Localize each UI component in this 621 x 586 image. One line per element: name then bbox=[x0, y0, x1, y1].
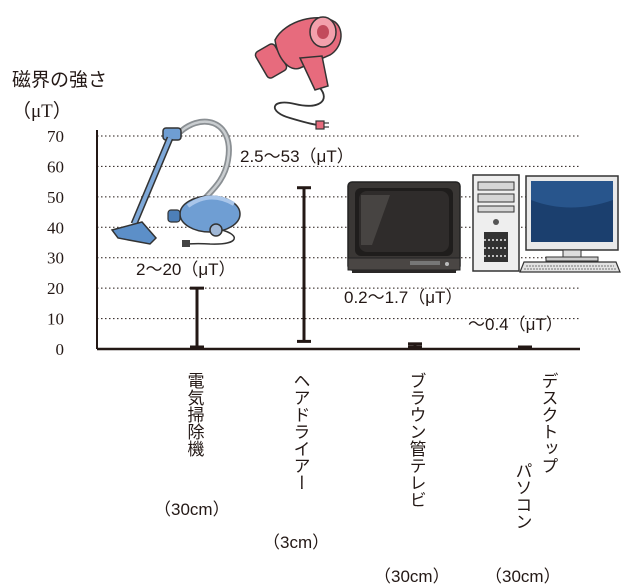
category-label-tv: ブラウン管テレビ bbox=[407, 372, 427, 508]
distance-label-dryer: （3cm） bbox=[263, 533, 329, 552]
y-tick-label: 0 bbox=[56, 340, 65, 359]
range-label-pc: 〜0.4（μT） bbox=[468, 315, 563, 334]
y-tick-label: 60 bbox=[47, 157, 64, 176]
y-axis-ticks: 0 10 20 30 40 50 60 70 bbox=[47, 127, 64, 359]
distance-label-vacuum: （30cm） bbox=[154, 500, 230, 519]
category-label-pc-line2: パソコン bbox=[513, 462, 532, 530]
range-bars bbox=[190, 186, 532, 350]
range-label-tv: 0.2〜1.7（μT） bbox=[344, 288, 462, 307]
range-bar bbox=[190, 286, 204, 349]
y-tick-label: 70 bbox=[47, 127, 64, 146]
range-label-dryer: 2.5〜53（μT） bbox=[240, 147, 354, 166]
y-axis-unit: （μT） bbox=[12, 100, 72, 122]
y-tick-label: 50 bbox=[47, 188, 64, 207]
hair-dryer-icon bbox=[254, 16, 342, 130]
y-axis-title: 磁界の強さ bbox=[12, 69, 107, 91]
range-bar bbox=[518, 345, 532, 350]
category-label-dryer: ヘアドライアー bbox=[291, 372, 310, 491]
y-tick-label: 40 bbox=[47, 218, 64, 237]
distance-label-pc: （30cm） bbox=[485, 567, 561, 586]
range-label-vacuum: 2〜20（μT） bbox=[136, 260, 236, 279]
x-axis-labels: 電気掃除機 ヘアドライアー ブラウン管テレビ デスクトップ パソコン （30cm… bbox=[154, 372, 561, 586]
desktop-computer-icon bbox=[472, 174, 621, 273]
vacuum-cleaner-icon bbox=[110, 118, 241, 247]
crt-television-icon bbox=[347, 181, 461, 273]
category-label-vacuum: 電気掃除機 bbox=[185, 372, 205, 458]
y-tick-label: 10 bbox=[47, 310, 64, 329]
distance-label-tv: （30cm） bbox=[374, 567, 450, 586]
y-tick-label: 20 bbox=[47, 279, 64, 298]
y-tick-label: 30 bbox=[47, 249, 64, 268]
range-labels: 2〜20（μT） 2.5〜53（μT） 0.2〜1.7（μT） 〜0.4（μT） bbox=[136, 147, 563, 334]
range-bar bbox=[408, 342, 422, 349]
range-bar bbox=[297, 186, 311, 343]
category-label-pc-line1: デスクトップ bbox=[539, 372, 558, 474]
